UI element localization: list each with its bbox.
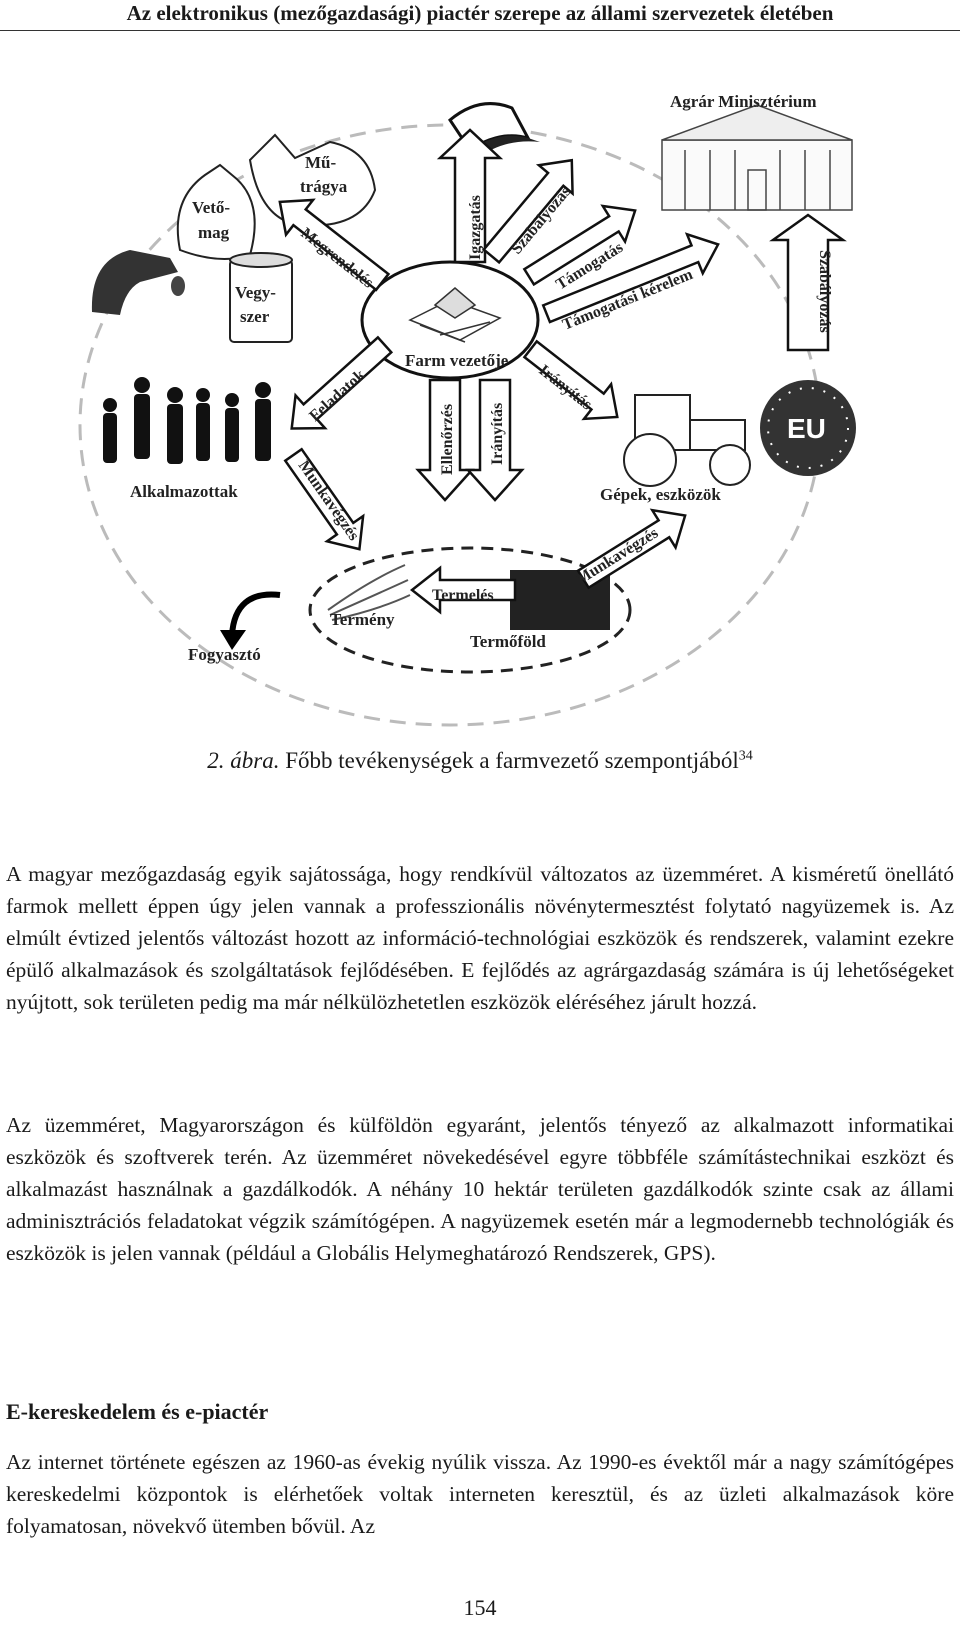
arrow-subsidy-request xyxy=(541,232,720,324)
eu-badge: EU xyxy=(760,380,856,476)
caption-footnote: 34 xyxy=(738,748,753,764)
arrow-admin xyxy=(436,128,504,264)
consumer-arrow xyxy=(229,591,281,636)
chemical-label-1: Vegy- xyxy=(235,283,276,302)
figure-caption: 2. ábra. Főbb tevékenységek a farmvezető… xyxy=(0,748,960,774)
eu-text: EU xyxy=(787,413,826,444)
fertilizer-label-2: trágya xyxy=(300,177,348,196)
farm-icon xyxy=(408,287,502,343)
label-control: Ellenőrzés xyxy=(439,404,456,475)
production-dashed-ellipse xyxy=(308,546,632,674)
arrow-subsidy xyxy=(522,204,637,287)
farm-manager-label: Farm vezetője xyxy=(405,351,509,370)
caption-number: 2. ábra. xyxy=(207,748,280,773)
body-paragraph-3: Az internet története egészen az 1960-as… xyxy=(6,1450,954,1538)
seed-label-2: mag xyxy=(198,223,230,242)
arrow-order xyxy=(278,198,391,292)
caption-text: Főbb tevékenységek a farmvezető szempont… xyxy=(285,748,739,773)
fertilizer-label-1: Mű- xyxy=(305,153,337,172)
arrow-direction-2 xyxy=(522,339,619,421)
arrow-work-2 xyxy=(576,508,687,590)
label-production: Termelés xyxy=(432,587,494,604)
seed-label-1: Vető- xyxy=(192,198,230,217)
farm-manager-oval xyxy=(360,260,540,380)
fuel-nozzle-icon xyxy=(91,250,185,315)
chemical-can-icon xyxy=(229,252,293,343)
running-header: Az elektronikus (mezőgazdasági) piactér … xyxy=(0,0,960,31)
employees-label: Alkalmazottak xyxy=(130,482,238,501)
consumer-label: Fogyasztó xyxy=(188,645,261,664)
employees-icon xyxy=(103,377,271,464)
seed-sack-icon xyxy=(176,163,256,260)
label-regulation-2: Szabályozás xyxy=(816,250,833,333)
wheat-icon xyxy=(327,564,411,621)
label-work-2: Munkavégzés xyxy=(573,525,661,589)
chemical-label-2: szer xyxy=(240,307,270,326)
ministry-building-icon xyxy=(661,104,853,211)
soil-label: Termőföld xyxy=(470,632,546,651)
arrow-production xyxy=(409,565,517,615)
arrow-work-1 xyxy=(283,447,365,551)
figure-diagram: Farm vezetője Agrár Minisztérium Vető- m… xyxy=(60,50,920,730)
page-number: 154 xyxy=(463,1595,497,1620)
label-admin: Igazgatás xyxy=(467,195,484,260)
arrow-control xyxy=(415,378,475,502)
arrow-direction-1 xyxy=(465,378,525,502)
body-paragraph-1: A magyar mezőgazdaság egyik sajátossága,… xyxy=(6,862,954,1014)
arrow-regulation-1 xyxy=(482,158,574,265)
diagram-svg: Farm vezetője Agrár Minisztérium Vető- m… xyxy=(78,92,856,727)
arrow-tasks xyxy=(290,335,394,430)
section-heading: E-kereskedelem és e-piactér xyxy=(6,1399,269,1424)
arrow-regulation-2 xyxy=(769,213,847,352)
consumer-arrowhead xyxy=(220,630,246,650)
label-direction-1: Irányítás xyxy=(489,403,506,465)
tractor-icon xyxy=(623,394,751,487)
crop-label: Termény xyxy=(330,610,395,629)
label-work-1: Munkavégzés xyxy=(295,458,362,544)
body-paragraph-2: Az üzemméret, Magyarországon és külföldö… xyxy=(6,1113,954,1265)
ministry-label: Agrár Minisztérium xyxy=(670,92,817,111)
machines-label: Gépek, eszközök xyxy=(600,485,721,504)
